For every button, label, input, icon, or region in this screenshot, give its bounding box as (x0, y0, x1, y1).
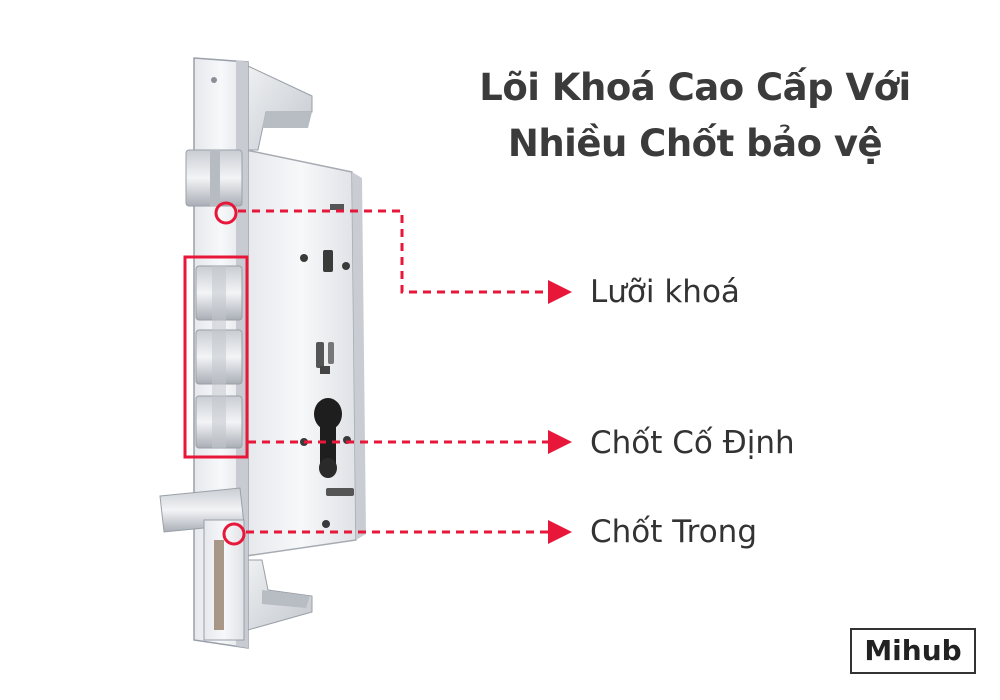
inner-bolt (159, 487, 245, 641)
top-mounting-bracket (247, 65, 313, 151)
inner-bolt-arrow-icon (548, 520, 572, 544)
brand-logo: Mihub (850, 628, 976, 674)
callout-label-inner-bolt: Chốt Trong (590, 514, 758, 550)
diagram-title: Lõi Khoá Cao Cấp Với Nhiều Chốt bảo vệ (440, 60, 950, 172)
dead-bolts (195, 265, 243, 449)
deadbolt-highlight-box (183, 255, 249, 459)
inner-bolt-highlight-circle (222, 522, 246, 546)
bottom-mounting-bracket (247, 559, 313, 631)
upper-latch (185, 149, 243, 207)
cylinder-cutout (314, 398, 342, 478)
lock-body (245, 149, 366, 557)
callout-label-latch: Lưỡi khoá (590, 274, 740, 310)
latch-highlight-circle (214, 201, 238, 225)
latch-arrow-icon (548, 280, 572, 304)
title-line-2: Nhiều Chốt bảo vệ (507, 122, 883, 165)
title-line-1: Lõi Khoá Cao Cấp Với (479, 66, 911, 109)
callout-label-deadbolt: Chốt Cố Định (590, 425, 795, 461)
deadbolt-arrow-icon (548, 430, 572, 454)
